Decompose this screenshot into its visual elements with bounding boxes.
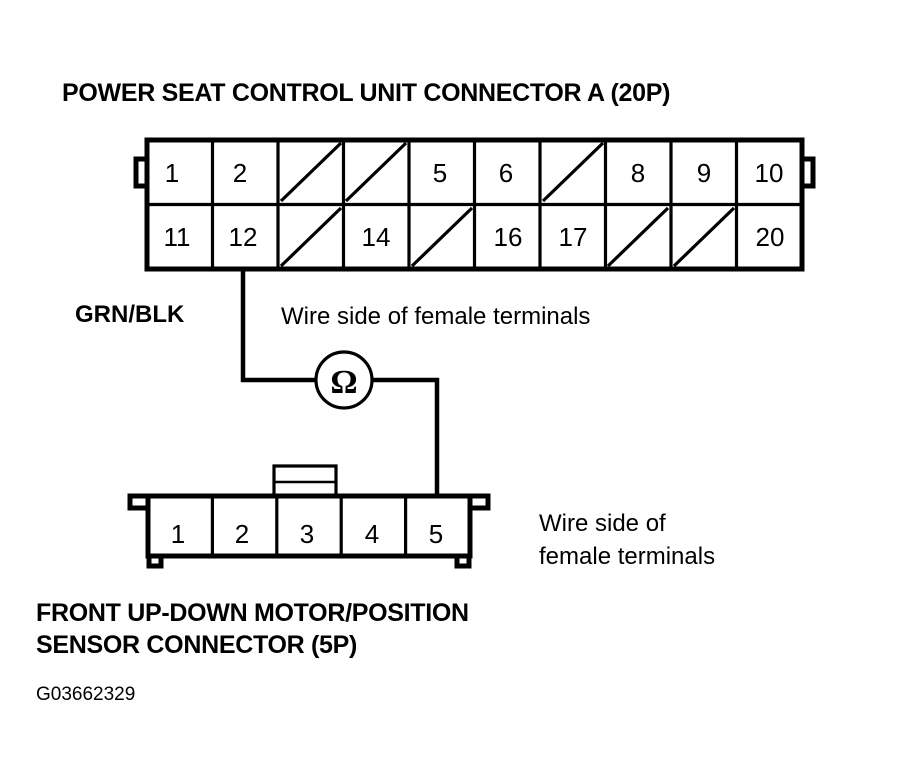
blank-slash [279,141,343,203]
connector-b-pin-cell-2[interactable]: 2 [235,519,249,549]
pin-label: 4 [365,519,379,549]
blank-slash [279,206,343,268]
pin-cell-5[interactable]: 5 [433,158,447,188]
connector-a-cell-dividers [210,140,739,269]
connector-b-pin-cell-1[interactable]: 1 [171,519,185,549]
pin-label: 10 [755,158,784,188]
wire-to-pin-5 [372,377,440,497]
pin-label: 6 [499,158,513,188]
pin-label: 16 [494,222,523,252]
connector-b-housing [127,464,491,569]
connector-b-note-line-1: Wire side of [539,510,666,537]
pin-label: 9 [697,158,711,188]
blank-slash [410,206,474,268]
pin-label: 11 [164,222,191,252]
pin-cell-17[interactable]: 17 [559,222,588,252]
pin-cell-blank-4[interactable] [344,141,408,203]
pin-cell-14[interactable]: 14 [362,222,391,252]
pin-label: 17 [559,222,588,252]
pin-cell-20[interactable]: 20 [756,222,785,252]
pin-cell-blank-13[interactable] [279,206,343,268]
pin-label: 1 [171,519,185,549]
wire-path-right [372,377,440,497]
wire-color-label: GRN/BLK [75,301,185,328]
pin-cell-blank-15[interactable] [410,206,474,268]
connector-b-pins: 1 2 3 4 5 [171,519,443,549]
pin-cell-blank-3[interactable] [279,141,343,203]
pin-cell-blank-19[interactable] [672,206,736,268]
blank-slash [344,141,408,203]
pin-cell-9[interactable]: 9 [697,158,711,188]
blank-slash [672,206,736,268]
wire-path-left [240,269,317,383]
connector-b-pin-cell-3[interactable]: 3 [300,519,314,549]
ohmmeter-symbol: Ω [314,350,374,410]
connector-a-top-row: 1 2 5 6 8 [165,141,784,203]
pin-label: 3 [300,519,314,549]
connector-b-pin-cell-5[interactable]: 5 [429,519,443,549]
pin-label: 2 [235,519,249,549]
pin-cell-10[interactable]: 10 [755,158,784,188]
pin-label: 14 [362,222,391,252]
page-title-connector-b-line-1: FRONT UP-DOWN MOTOR/POSITION [36,599,469,627]
blank-slash [606,206,670,268]
pin-label: 1 [165,158,179,188]
pin-cell-16[interactable]: 16 [494,222,523,252]
pin-label: 5 [429,519,443,549]
pin-cell-6[interactable]: 6 [499,158,513,188]
pin-label: 8 [631,158,645,188]
page-title-connector-b-line-2: SENSOR CONNECTOR (5P) [36,631,357,659]
connector-b-pin-cell-4[interactable]: 4 [365,519,379,549]
pin-cell-blank-18[interactable] [606,206,670,268]
connector-b-cell-dividers [210,496,408,556]
pin-label: 12 [229,222,258,252]
figure-reference-code: G03662329 [36,684,135,705]
pin-cell-12[interactable]: 12 [229,222,258,252]
blank-slash [541,141,605,203]
connector-b-outline [145,493,473,559]
connector-b-note-line-2: female terminals [539,543,715,570]
pin-label: 2 [233,158,247,188]
connector-a-note: Wire side of female terminals [281,303,590,330]
pin-cell-8[interactable]: 8 [631,158,645,188]
pin-label: 5 [433,158,447,188]
omega-icon: Ω [330,364,357,401]
pin-cell-blank-7[interactable] [541,141,605,203]
page-title-connector-a: POWER SEAT CONTROL UNIT CONNECTOR A (20P… [62,79,670,107]
pin-cell-11[interactable]: 11 [164,222,191,252]
pin-cell-1[interactable]: 1 [165,158,179,188]
connector-a-bottom-row: 11 12 14 16 17 [164,206,785,268]
wire-from-pin-12 [240,269,317,383]
pin-cell-2[interactable]: 2 [233,158,247,188]
pin-label: 20 [756,222,785,252]
